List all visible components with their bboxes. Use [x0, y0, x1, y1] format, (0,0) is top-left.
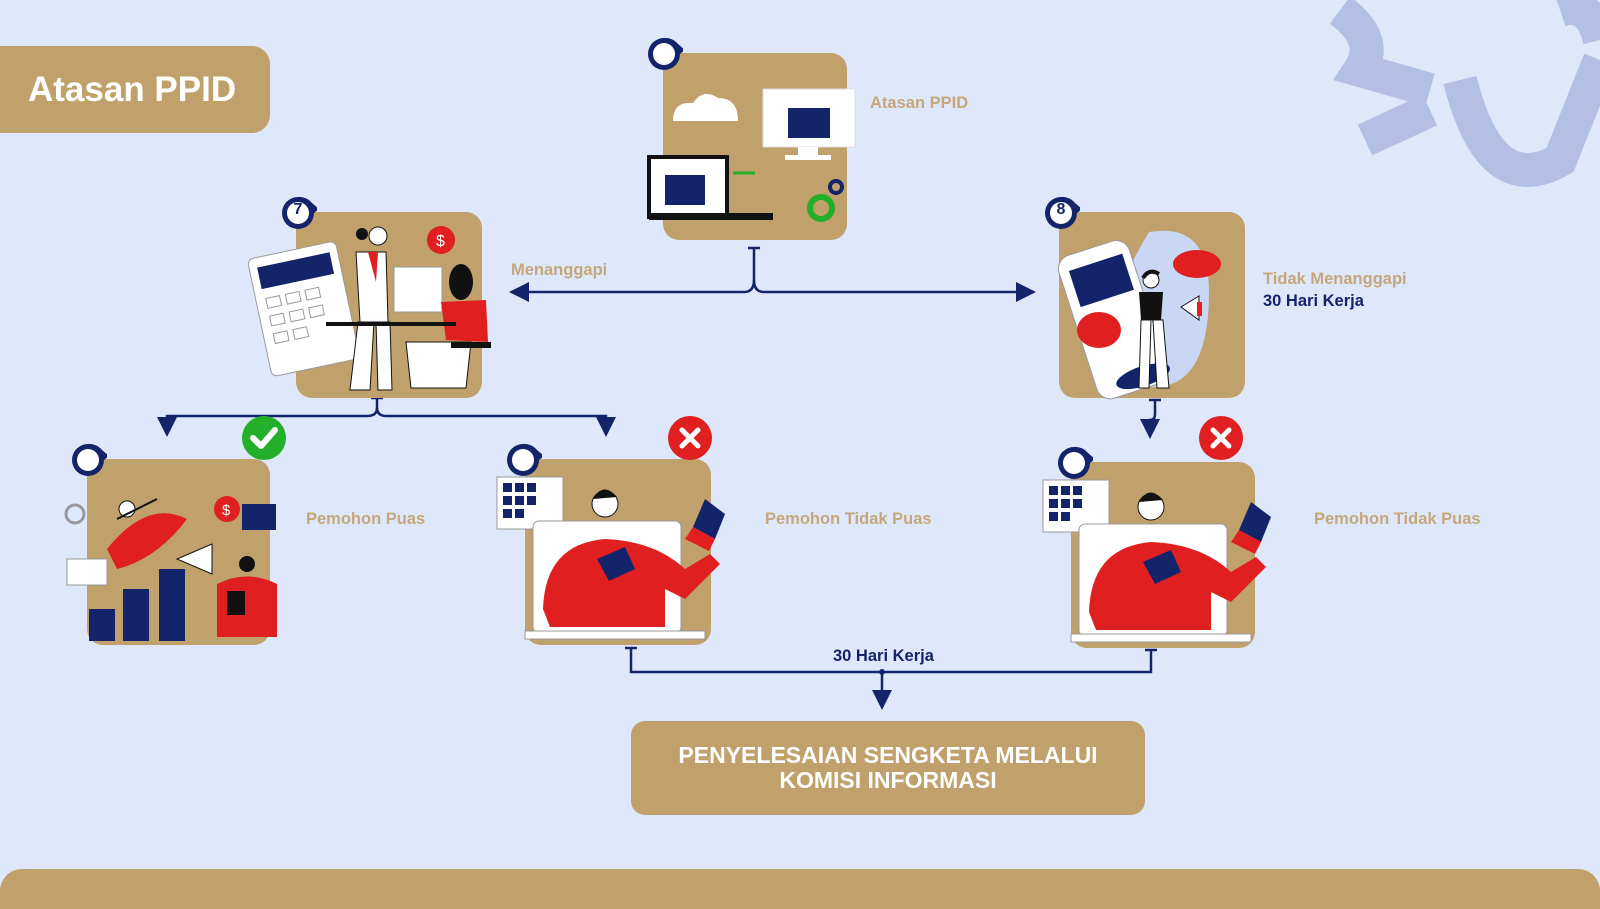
step-marker-icon: [1058, 446, 1093, 479]
node-sublabel-30-hari: 30 Hari Kerja: [1263, 292, 1364, 310]
svg-text:$: $: [436, 233, 445, 250]
meeting-illustration: $: [247, 226, 491, 391]
card-step-8: [1057, 212, 1245, 400]
step-number-8: 8: [1056, 201, 1066, 218]
node-label-menanggapi: Menanggapi: [511, 261, 608, 279]
step-marker-icon: [507, 443, 542, 476]
person-laptop-illustration: [1042, 479, 1271, 643]
result-line-1: PENYELESAIAN SENGKETA MELALUI: [678, 742, 1098, 768]
check-icon: [242, 416, 286, 460]
card-pemohon-tidak-puas-a: [496, 459, 725, 645]
step-marker-8: [1045, 196, 1080, 229]
node-label-pemohon-tidak-puas-a: Pemohon Tidak Puas: [765, 510, 932, 528]
growth-illustration: $: [64, 496, 277, 641]
card-pemohon-puas: $: [64, 459, 277, 645]
x-icon: [668, 416, 712, 460]
page-title-box: Atasan PPID: [0, 46, 270, 133]
megaphone-person-illustration: [1057, 230, 1221, 400]
node-label-atasan-ppid: Atasan PPID: [870, 94, 969, 112]
step-marker-7: [282, 196, 317, 229]
connector-label-30-hari: 30 Hari Kerja: [833, 647, 934, 665]
card-atasan-ppid: [647, 53, 856, 240]
node-label-pemohon-tidak-puas-b: Pemohon Tidak Puas: [1314, 510, 1481, 528]
result-box: PENYELESAIAN SENGKETA MELALUI KOMISI INF…: [631, 721, 1145, 815]
footer-bar: [0, 869, 1600, 909]
decorative-logo: [1329, 0, 1600, 187]
step-marker-icon: [72, 443, 107, 476]
result-line-2: KOMISI INFORMASI: [779, 767, 997, 793]
node-label-tidak-menanggapi: Tidak Menanggapi: [1263, 270, 1407, 288]
page-title: Atasan PPID: [28, 69, 237, 109]
card-step-7: $: [247, 212, 491, 398]
card-pemohon-tidak-puas-b: [1042, 462, 1271, 648]
node-label-pemohon-puas: Pemohon Puas: [306, 510, 426, 528]
file-transfer-illustration: [647, 88, 856, 222]
step-number-7: 7: [293, 201, 303, 218]
x-icon: [1199, 416, 1243, 460]
svg-text:$: $: [222, 502, 231, 519]
person-laptop-illustration: [496, 476, 725, 640]
step-marker-icon: [648, 37, 683, 70]
